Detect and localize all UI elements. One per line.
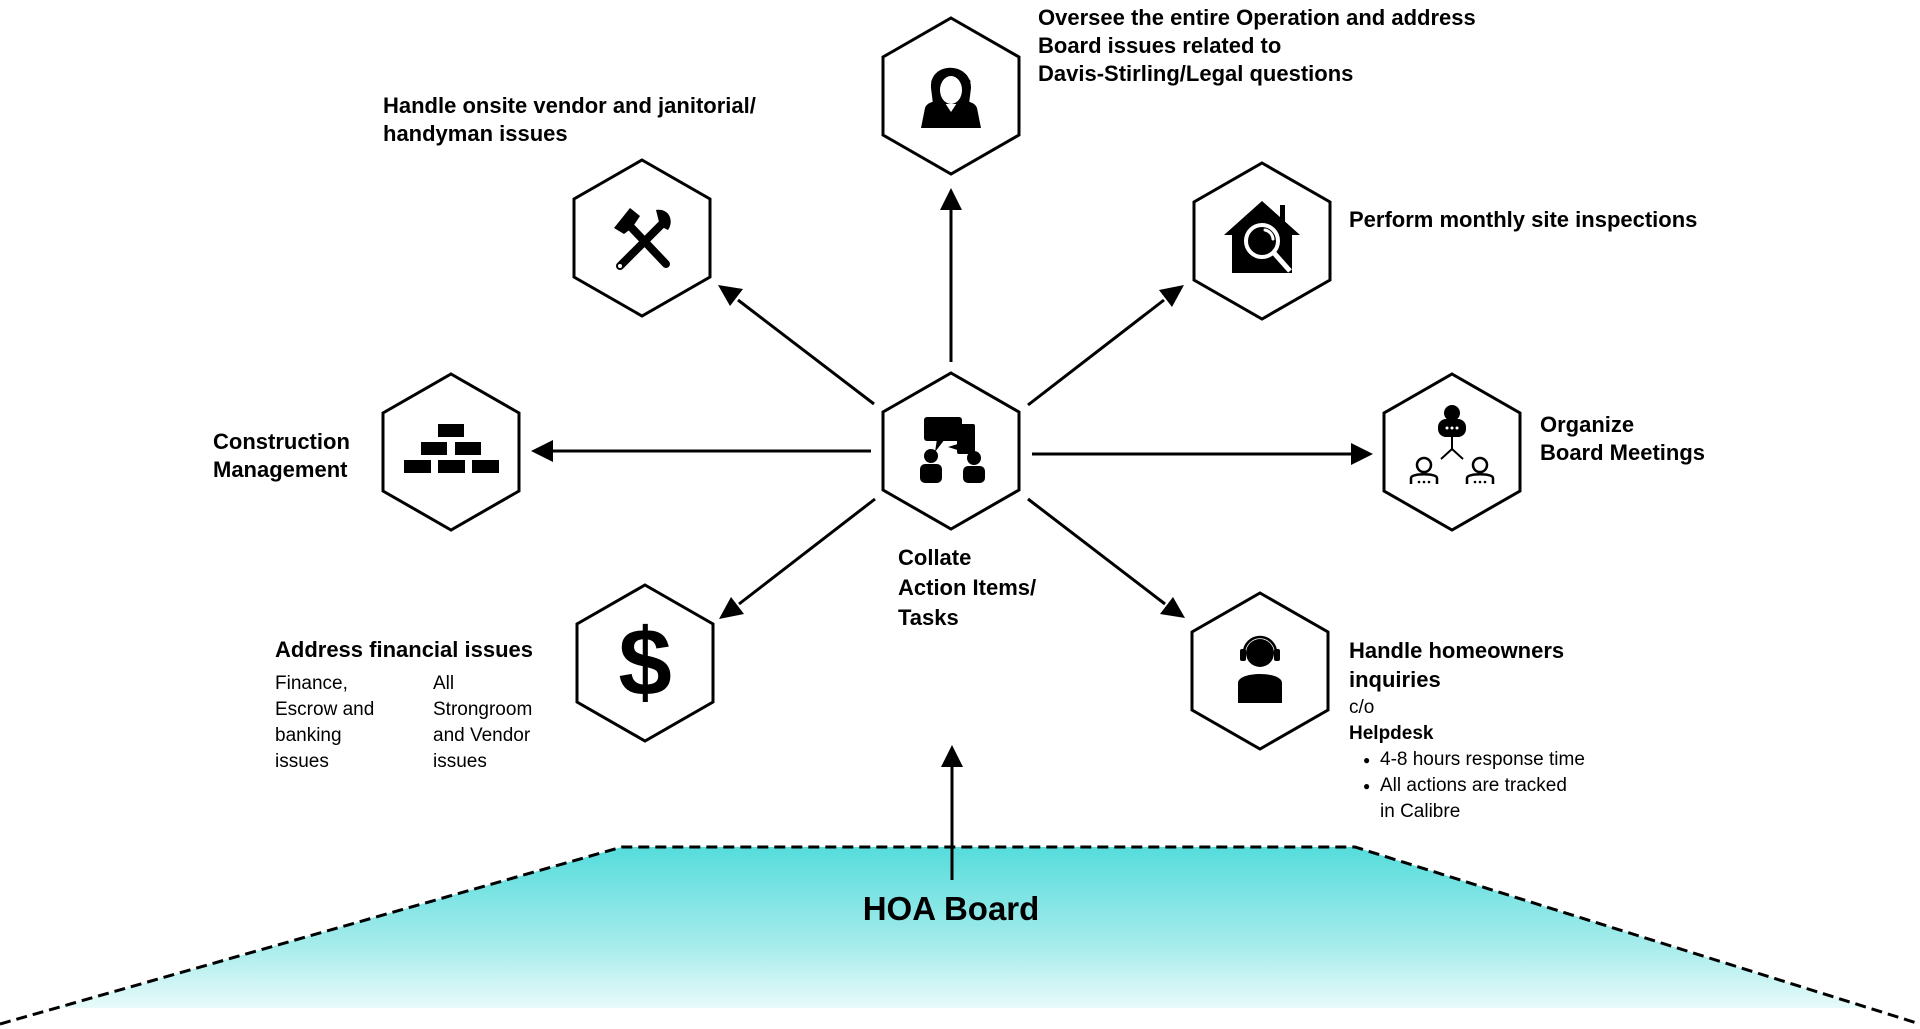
hoa-board-base xyxy=(0,845,1920,1029)
bullet-item: All actions are tracked xyxy=(1363,773,1585,799)
meeting-chat-icon xyxy=(920,417,985,483)
financial-detail-col2: All Strongroom and Vendor issues xyxy=(433,673,533,772)
house-search-icon xyxy=(1224,201,1300,273)
bricks-icon xyxy=(404,424,499,473)
arrowhead-up-oversee xyxy=(940,188,962,210)
arrow-to-vendor xyxy=(737,298,875,406)
hoa-board-outline xyxy=(0,845,1920,1026)
hexagon-construction xyxy=(381,372,521,532)
center-label: Collate Action Items/ Tasks xyxy=(898,545,1037,630)
arrowhead-inspection xyxy=(1159,285,1184,307)
helpdesk-text: Helpdesk xyxy=(1349,723,1434,744)
hoa-board-fill xyxy=(0,847,1920,1029)
care-of-text: c/o xyxy=(1349,697,1375,718)
arrowhead-meetings xyxy=(1351,443,1373,465)
arrowhead-financial xyxy=(719,597,744,619)
arrowhead-vendor xyxy=(718,285,743,306)
dollar-icon: $ xyxy=(618,609,671,716)
inspection-label: Perform monthly site inspections xyxy=(1349,207,1698,232)
construction-label: Construction Management xyxy=(213,429,350,482)
arrow-to-financial xyxy=(738,497,876,606)
homeowners-label: Handle homeowners inquiries xyxy=(1349,638,1565,692)
bullet-continuation: in Calibre xyxy=(1380,801,1461,822)
hexagon-homeowners xyxy=(1190,591,1330,751)
manager-woman-icon xyxy=(921,67,981,128)
arrowhead-board-up xyxy=(941,745,963,767)
vendor-label: Handle onsite vendor and janitorial/ han… xyxy=(383,93,756,146)
financial-detail-col1: Finance, Escrow and banking issues xyxy=(275,673,375,772)
hoa-board-label: HOA Board xyxy=(862,890,1040,927)
hexagon-meetings xyxy=(1382,372,1522,532)
connectors xyxy=(531,188,1373,880)
helpdesk-bullets: 4-8 hours response time All actions are … xyxy=(1363,747,1585,799)
hexagon-financial xyxy=(575,583,715,743)
meetings-label: Organize Board Meetings xyxy=(1540,412,1706,465)
bullet-item: 4-8 hours response time xyxy=(1363,747,1585,773)
arrowhead-homeowners xyxy=(1160,597,1185,618)
arrow-to-homeowners xyxy=(1027,497,1166,606)
arrow-to-inspection xyxy=(1027,298,1165,407)
hammer-wrench-icon xyxy=(614,208,671,270)
oversee-label: Oversee the entire Operation and address… xyxy=(1038,5,1476,86)
headset-agent-icon xyxy=(1238,635,1282,703)
financial-label: Address financial issues xyxy=(275,637,533,662)
arrowhead-construction xyxy=(531,440,553,462)
homeowners-detail: c/o Helpdesk 4-8 hours response time All… xyxy=(1349,695,1585,825)
org-meeting-icon xyxy=(1409,405,1495,484)
hexagon-center xyxy=(881,371,1021,531)
svg-text:$: $ xyxy=(618,609,671,716)
